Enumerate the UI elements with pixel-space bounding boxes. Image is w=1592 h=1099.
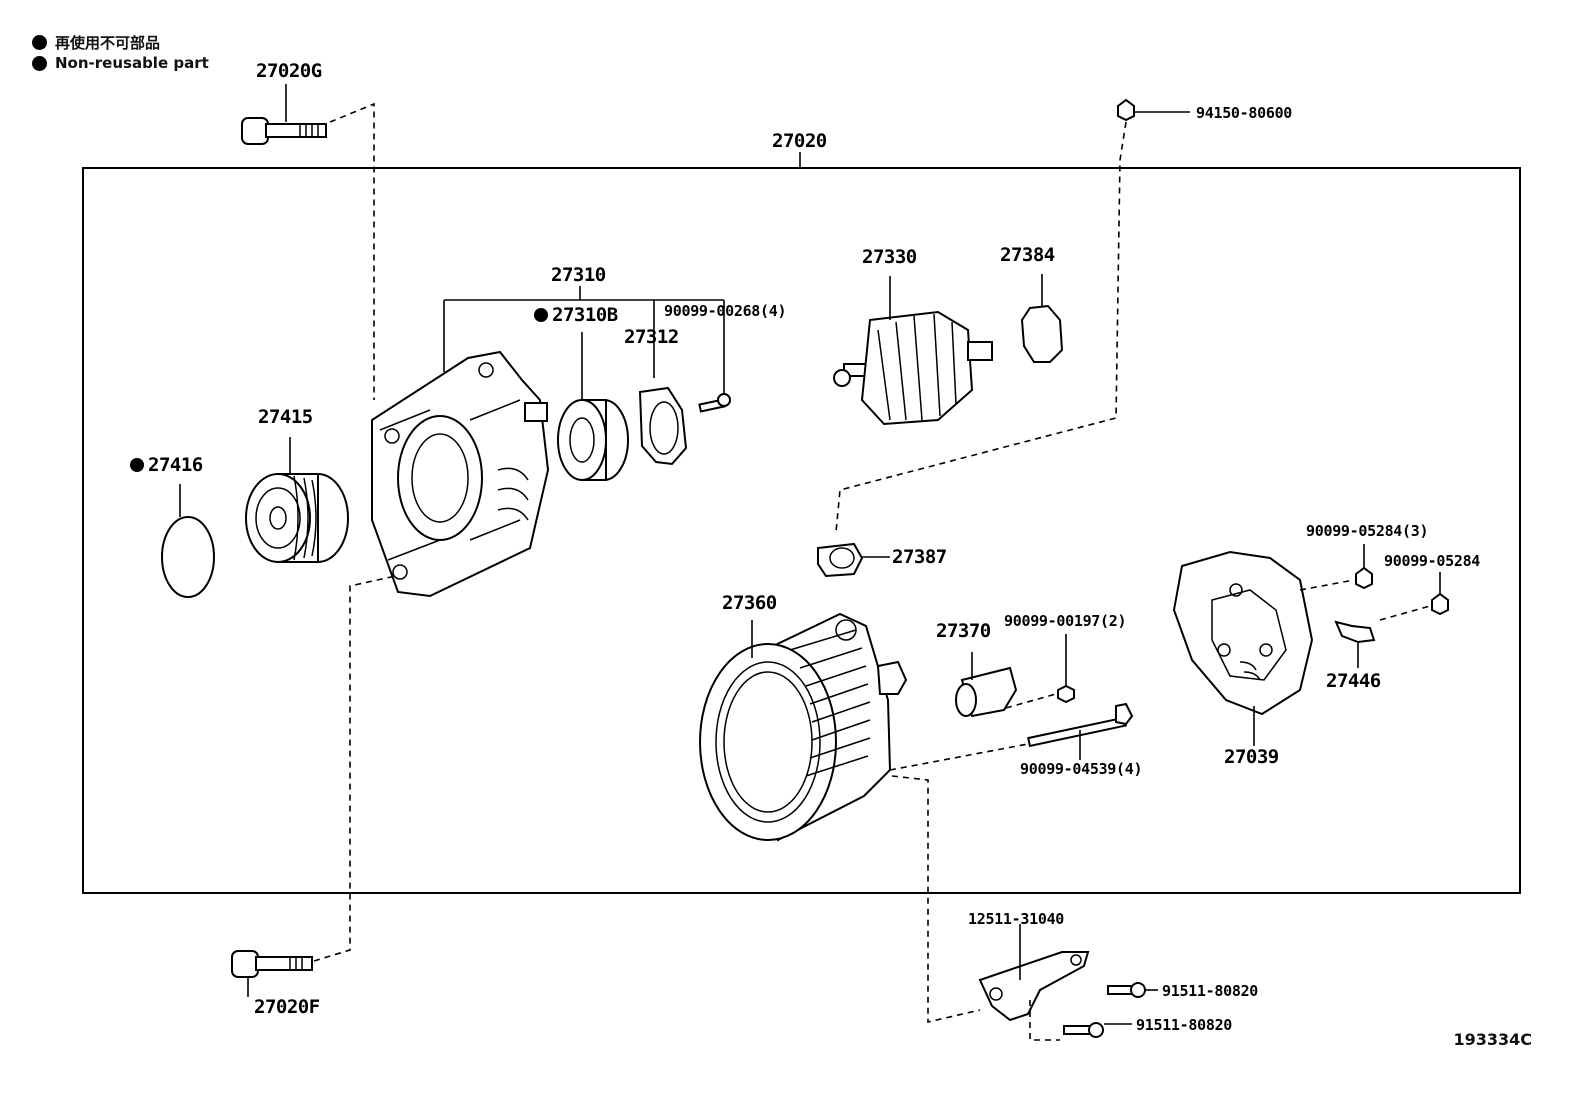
- label-27387[interactable]: 27387: [892, 546, 947, 568]
- label-27310[interactable]: 27310: [551, 264, 606, 286]
- non-reusable-dot-icon: [32, 35, 47, 50]
- assembly-frame: [82, 167, 1521, 894]
- label-27020[interactable]: 27020: [772, 130, 827, 152]
- label-91511-80820-upper[interactable]: 91511-80820: [1162, 982, 1259, 1000]
- retainer-27312-icon: [638, 386, 688, 466]
- label-27310b[interactable]: 27310B: [534, 304, 618, 326]
- label-27312[interactable]: 27312: [624, 326, 679, 348]
- bolt-91511-80820-upper-icon: [1107, 982, 1146, 998]
- label-27370[interactable]: 27370: [936, 620, 991, 642]
- legend-japanese: 再使用不可部品: [32, 32, 160, 53]
- bolt-90099-04539-icon: [1027, 702, 1134, 748]
- bracket-12511-31040-icon: [978, 951, 1090, 1022]
- rear-end-cover-27039-icon: [1172, 550, 1314, 716]
- nut-94150-80600-icon: [1117, 98, 1135, 122]
- bearing-27310b-icon: [557, 399, 629, 481]
- label-94150-80600[interactable]: 94150-80600: [1196, 104, 1293, 122]
- label-90099-04539[interactable]: 90099-04539(4): [1020, 760, 1143, 778]
- label-27020f[interactable]: 27020F: [254, 996, 320, 1018]
- cover-27384-icon: [1020, 304, 1064, 363]
- non-reusable-dot-icon: [32, 55, 47, 71]
- label-91511-80820-lower[interactable]: 91511-80820: [1136, 1016, 1233, 1034]
- label-27039[interactable]: 27039: [1224, 746, 1279, 768]
- nut-90099-05284-3-icon: [1355, 566, 1373, 590]
- label-27446[interactable]: 27446: [1326, 670, 1381, 692]
- label-90099-05284[interactable]: 90099-05284: [1384, 552, 1481, 570]
- label-27020g[interactable]: 27020G: [256, 60, 322, 82]
- nut-90099-05284-icon: [1431, 592, 1449, 616]
- rotor-27330-icon: [833, 310, 993, 426]
- label-90099-05284-3[interactable]: 90099-05284(3): [1306, 522, 1429, 540]
- label-27360[interactable]: 27360: [722, 592, 777, 614]
- illustration-code: 193334C: [1453, 1030, 1532, 1049]
- bolt-27020g-icon: [241, 117, 327, 145]
- label-90099-00268[interactable]: 90099-00268(4): [664, 302, 787, 320]
- brush-holder-27370-icon: [955, 666, 1018, 718]
- insulator-27387-icon: [817, 542, 864, 578]
- snap-ring-27416-icon: [161, 516, 215, 598]
- legend-english: Non-reusable part: [32, 54, 209, 72]
- bolt-27020f-icon: [231, 950, 313, 978]
- screw-90099-00197-icon: [1057, 684, 1075, 704]
- screw-90099-00268-icon: [698, 393, 731, 413]
- label-27330[interactable]: 27330: [862, 246, 917, 268]
- label-27384[interactable]: 27384: [1000, 244, 1055, 266]
- label-27416[interactable]: 27416: [130, 454, 203, 476]
- label-12511-31040[interactable]: 12511-31040: [968, 910, 1065, 928]
- label-27415[interactable]: 27415: [258, 406, 313, 428]
- drive-end-frame-27310-icon: [371, 350, 550, 598]
- terminal-27446-icon: [1334, 620, 1376, 644]
- label-90099-00197[interactable]: 90099-00197(2): [1004, 612, 1127, 630]
- pulley-27415-icon: [245, 473, 349, 563]
- bolt-91511-80820-lower-icon: [1063, 1022, 1104, 1038]
- stator-frame-27360-icon: [699, 612, 908, 842]
